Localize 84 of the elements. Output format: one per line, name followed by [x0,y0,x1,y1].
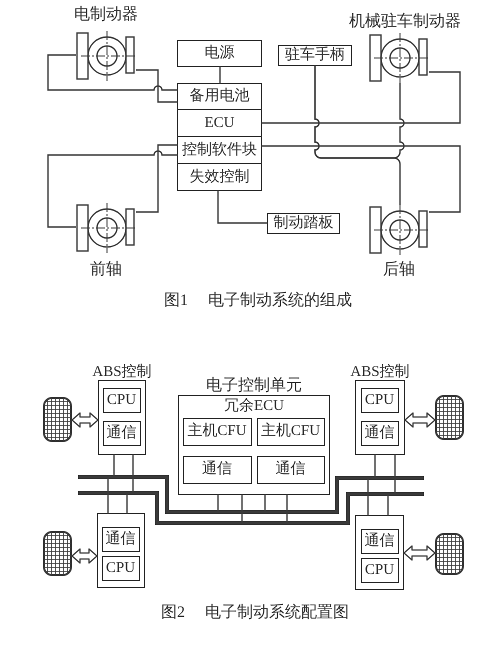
connector-line [262,71,461,124]
dual-bus-line [78,475,424,525]
brake-icon [369,33,429,83]
connector-line [394,455,396,492]
unit-label: CPU [364,392,394,408]
module-box [102,420,140,446]
connector-line [47,54,177,91]
block-box [278,45,352,66]
connector-line [132,455,134,491]
unit-label: 通信 [106,530,136,548]
unit-label: 主机CFU [187,423,247,440]
wheel-icon [435,395,464,440]
connector-line [264,495,266,510]
unit-label: CPU [106,392,136,408]
unit-heading: ABS控制 [92,364,152,380]
double-arrow [403,545,436,561]
block-label: 失效控制 [190,168,250,186]
unit-label: 主机CFU [260,423,320,440]
connector-line [367,480,369,515]
module-box [360,388,398,412]
module-box [256,456,324,484]
module-box [102,388,140,412]
block-box [177,83,262,110]
module-box [182,418,252,446]
double-arrow [71,412,99,428]
block-box [267,213,340,234]
block-label: 制动踏板 [274,215,334,232]
connector-line [113,455,115,475]
connector-line [107,479,109,513]
unit-label: 冗余ECU [224,398,284,414]
double-arrow [404,412,436,428]
module-box [360,558,398,582]
connector-line [136,144,177,213]
figure-caption: 图1 电子制动系统的组成 [164,292,352,310]
connector-line [219,67,221,83]
connector-line [286,495,288,521]
brake-icon [76,31,136,81]
block-box [177,137,262,164]
unit-label: 通信 [106,424,136,442]
wheel-icon [43,397,72,442]
unit-box [355,515,404,590]
module-box [256,418,324,446]
connector-line [314,66,401,205]
connector-line [387,496,389,515]
part-label: 前轴 [90,261,122,279]
brake-icon [76,203,136,253]
figure-caption: 图2 电子制动系统配置图 [161,604,349,622]
connector-line [217,191,267,224]
brake-icon [369,205,429,255]
part-label: 电制动器 [74,6,138,24]
unit-heading: ABS控制 [350,364,410,380]
block-label: 电源 [204,45,234,62]
wheel-icon [435,533,464,575]
block-label: ECU [204,114,234,132]
block-label: 备用电池 [190,88,250,105]
block-box [177,40,262,67]
unit-label: 通信 [364,424,394,442]
block-box [177,110,262,137]
wheel-icon [43,531,72,576]
connector-line [374,455,376,476]
module-box [182,456,252,484]
connector-line [126,495,128,513]
module-box [360,528,398,554]
unit-label: CPU [364,562,394,578]
unit-label: 通信 [276,461,306,478]
module-box [360,420,398,446]
part-label: 机械驻车制动器 [349,13,461,31]
connector-line [136,69,177,103]
block-label: 控制软件块 [182,142,257,158]
unit-label: 通信 [364,532,394,550]
unit-heading: 电子控制单元 [206,377,302,395]
connector-line [47,150,177,228]
module-box [102,526,140,552]
part-label: 后轴 [383,261,415,279]
unit-box [97,513,145,588]
block-label: 驻车手柄 [285,47,345,64]
unit-label: CPU [106,560,136,576]
unit-label: 通信 [202,461,232,478]
connector-line [241,495,243,521]
connector-line [217,495,219,510]
connector-line [262,145,461,213]
module-box [102,556,140,580]
block-box [177,164,262,191]
double-arrow [71,548,98,564]
